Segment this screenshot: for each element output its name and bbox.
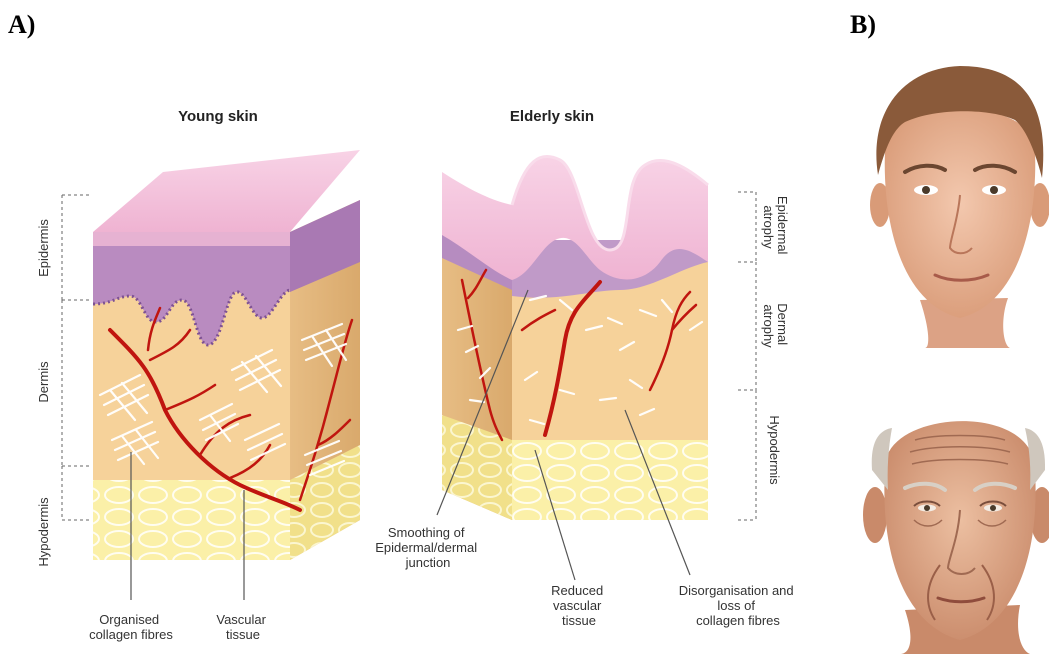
callout-disorganisation-collagen: Disorganisation and loss of collagen fib… [679, 583, 798, 628]
elderly-face-illustration [863, 386, 1049, 654]
label-dermal-atrophy: Dermal atrophy [761, 303, 790, 349]
young-face-illustration [870, 62, 1049, 348]
young-skin-title: Young skin [178, 108, 258, 125]
label-elderly-hypodermis: Hypodermis [767, 415, 782, 485]
young-layer-brackets [62, 195, 90, 520]
label-hypodermis: Hypodermis [36, 497, 51, 567]
label-epidermis: Epidermis [36, 219, 51, 277]
elderly-layer-brackets [738, 192, 756, 520]
label-dermis: Dermis [36, 361, 51, 403]
callout-vascular-tissue: Vascular tissue [216, 612, 269, 642]
callout-reduced-vascular: Reduced vascular tissue [551, 583, 607, 628]
callout-organised-collagen: Organised collagen fibres [89, 612, 173, 642]
young-skin-diagram: Young skin [36, 108, 360, 642]
elderly-hypodermis [512, 440, 708, 520]
elderly-skin-diagram: Elderly skin Epidermal atrophy [375, 108, 797, 628]
callout-smoothing-junction: Smoothing of Epidermal/dermal junction [375, 525, 481, 570]
label-epidermal-atrophy: Epidermal atrophy [761, 196, 790, 258]
elderly-skin-title: Elderly skin [510, 108, 594, 125]
